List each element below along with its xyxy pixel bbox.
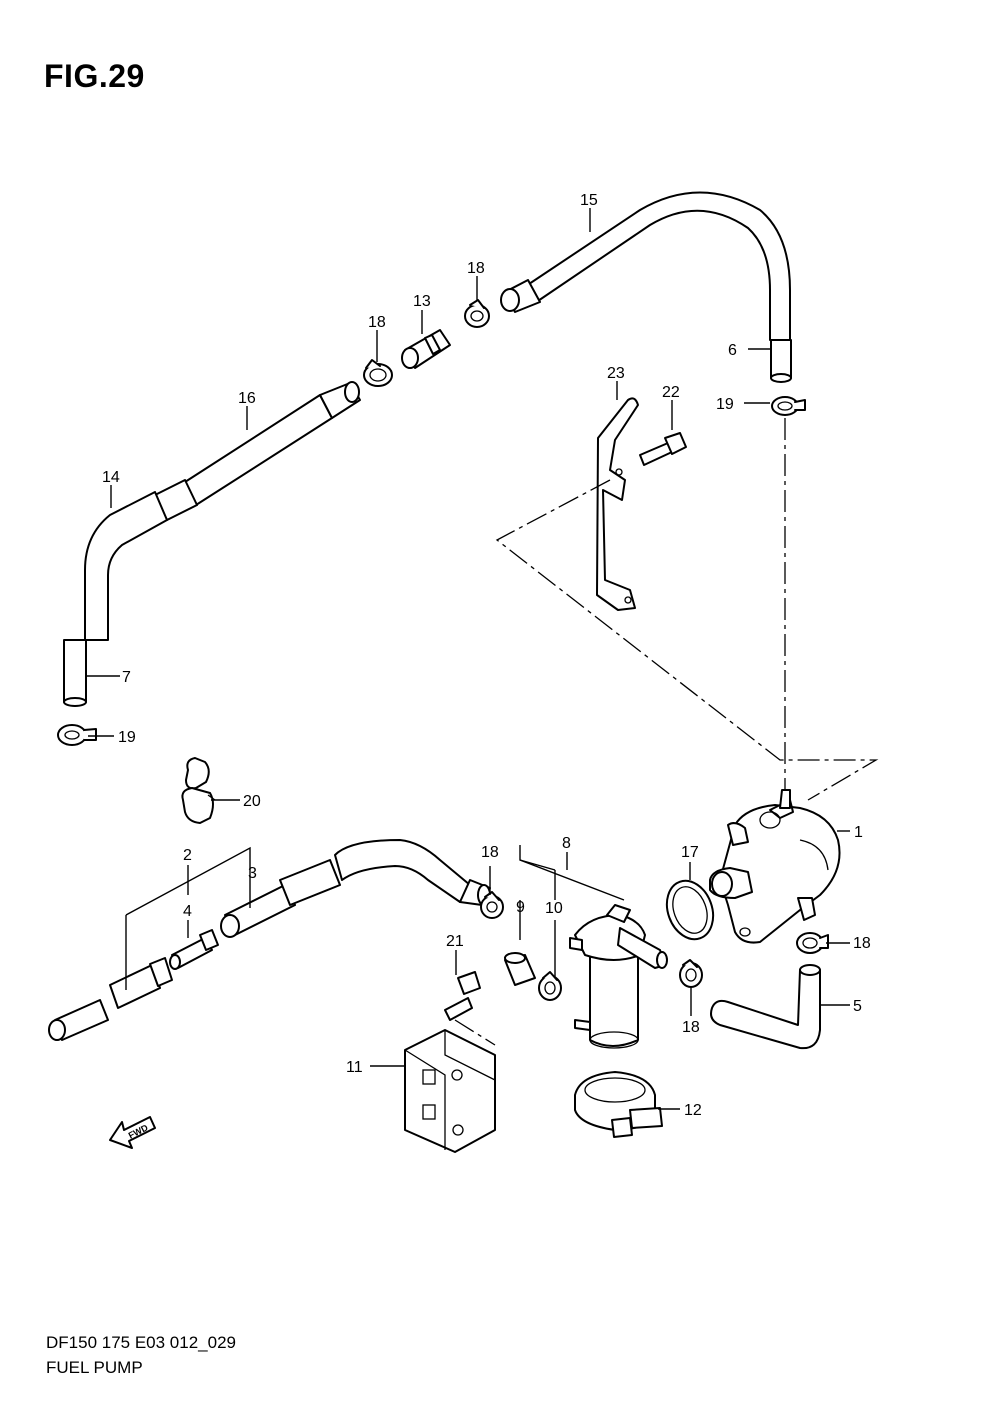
part-1-fuel-pump (709, 789, 841, 944)
part-20-clamp (181, 757, 216, 824)
part-21-bolt (444, 971, 481, 1021)
part-11-bracket (404, 1029, 496, 1153)
part-18-clip-upper (363, 359, 393, 387)
callout-18: 18 (481, 844, 499, 861)
part-4-joint (169, 929, 219, 970)
callout-10: 10 (545, 900, 563, 917)
callout-23: 23 (607, 365, 625, 382)
callout-6: 6 (728, 342, 737, 359)
leader-lines (85, 208, 850, 1110)
callout-21: 21 (446, 933, 464, 950)
callout-18: 18 (467, 260, 485, 277)
callout-17: 17 (681, 844, 699, 861)
callout-18: 18 (368, 314, 386, 331)
part-16-hose (154, 381, 361, 521)
callout-1: 1 (854, 824, 863, 841)
diagram-name: FUEL PUMP (46, 1358, 143, 1377)
callout-16: 16 (238, 390, 256, 407)
part-3-hose (220, 839, 491, 938)
callout-11: 11 (346, 1059, 363, 1076)
part-10-clip (538, 971, 562, 1001)
callout-12: 12 (684, 1102, 702, 1119)
part-5-hose (710, 964, 821, 1050)
callout-15: 15 (580, 192, 598, 209)
callout-labels: 1 2 3 4 5 6 7 8 9 10 11 12 13 14 15 16 1… (102, 192, 871, 1119)
part-14-hose (63, 491, 168, 707)
part-13-fitting (401, 329, 451, 369)
callout-9: 9 (516, 899, 525, 916)
callout-3: 3 (248, 865, 257, 882)
callout-4: 4 (183, 903, 192, 920)
fwd-arrow-icon: FWD (109, 1116, 156, 1149)
callout-2: 2 (183, 847, 192, 864)
callout-19: 19 (118, 729, 136, 746)
part-9-hose (504, 952, 536, 986)
callout-7: 7 (122, 669, 131, 686)
part-15-hose (500, 191, 792, 383)
part-8-fuel-filter (569, 904, 668, 1049)
part-2-hose (48, 957, 173, 1041)
part-18-clip-upper-2 (464, 299, 490, 328)
callout-5: 5 (853, 998, 862, 1015)
part-18-clip-mid (480, 891, 504, 919)
part-12-band (574, 1071, 663, 1138)
part-18-clip-mid-right (679, 959, 703, 988)
callout-8: 8 (562, 835, 571, 852)
callout-13: 13 (413, 293, 431, 310)
callout-19: 19 (716, 396, 734, 413)
part-18-clip-right (796, 932, 829, 954)
assembly-lines (454, 418, 879, 1046)
part-22-bolt (639, 432, 687, 466)
part-19-clip-top (771, 396, 806, 416)
callout-18: 18 (682, 1019, 700, 1036)
part-23-bracket (596, 397, 639, 611)
diagram-code: DF150 175 E03 012_029 (46, 1333, 236, 1352)
part-17-o-ring (665, 879, 715, 941)
callout-18: 18 (853, 935, 871, 952)
callout-20: 20 (243, 793, 261, 810)
part-19-clip-left (57, 724, 97, 746)
callout-22: 22 (662, 384, 680, 401)
figure-title: FIG.29 (44, 58, 145, 94)
callout-14: 14 (102, 469, 120, 486)
